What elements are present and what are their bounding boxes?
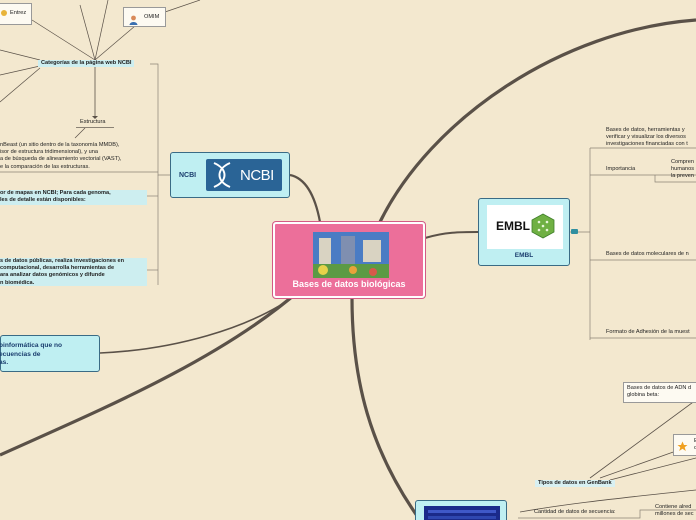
cinbeast-text[interactable]: nBeast (un sitio dentro de la taxonomía … [0, 142, 122, 170]
embl-topic-label: EMBL [514, 252, 534, 259]
ncbi-logo-text: NCBI [240, 167, 274, 184]
central-topic-node[interactable]: Bases de datos biológicas [273, 222, 425, 298]
branch-to-genbank [350, 297, 422, 520]
embl-logo-text: EMBL [496, 219, 530, 233]
genbank-image [424, 506, 500, 520]
entrez-icon [1, 10, 7, 16]
genbank-tipos-label[interactable]: Tipos de datos en GenBank [535, 480, 615, 488]
embl-logo: EMBL [487, 205, 563, 249]
central-topic-label: Bases de datos biológicas [292, 279, 406, 289]
branch-to-bottom-left [0, 288, 302, 457]
datos-publicos-text[interactable]: s de datos públicas, realiza investigaci… [0, 258, 147, 286]
branch-to-ncbi [289, 173, 322, 223]
entrez-node[interactable]: Entrez [0, 3, 32, 25]
embl-formato-text[interactable]: Formato de Adhesión de la muest [606, 329, 690, 335]
ncbi-topic-label: NCBI [179, 172, 197, 179]
person-icon [129, 12, 138, 25]
genbank-topic-node[interactable] [415, 500, 507, 520]
omim-node[interactable]: OMIM [123, 7, 166, 27]
embl-topic-node[interactable]: EMBL EMBL [478, 198, 570, 266]
branch-to-bioinformatica [99, 291, 301, 354]
mapas-text[interactable]: or de mapas en NCBI; Para cada genoma,le… [0, 190, 147, 205]
lab-illustration-icon [313, 232, 389, 278]
embl-moleculares-text[interactable]: Bases de datos moleculares de n [606, 251, 689, 257]
hexagon-grid-icon [531, 213, 555, 239]
collapse-toggle-icon[interactable] [571, 229, 578, 234]
omim-label: OMIM [144, 14, 160, 20]
dna-helix-icon [213, 162, 231, 188]
estructura-label[interactable]: Estructura [80, 119, 106, 125]
ncbi-topic-node[interactable]: NCBI NCBI [170, 152, 290, 198]
central-topic-image [313, 232, 389, 278]
sequence-grid-icon [424, 506, 500, 520]
entrez-label: Entrez [10, 10, 27, 16]
genbank-cantidad-label[interactable]: Cantidad de datos de secuencia: [534, 509, 616, 515]
ncbi-logo: NCBI [206, 159, 282, 191]
star-icon [677, 439, 688, 457]
branch-to-top-right [378, 18, 696, 223]
branch-to-embl [424, 231, 479, 239]
ncbi-categories-label[interactable]: Categorías de la página web NCBI [38, 60, 135, 68]
embl-importancia-label[interactable]: Importancia [606, 166, 636, 172]
